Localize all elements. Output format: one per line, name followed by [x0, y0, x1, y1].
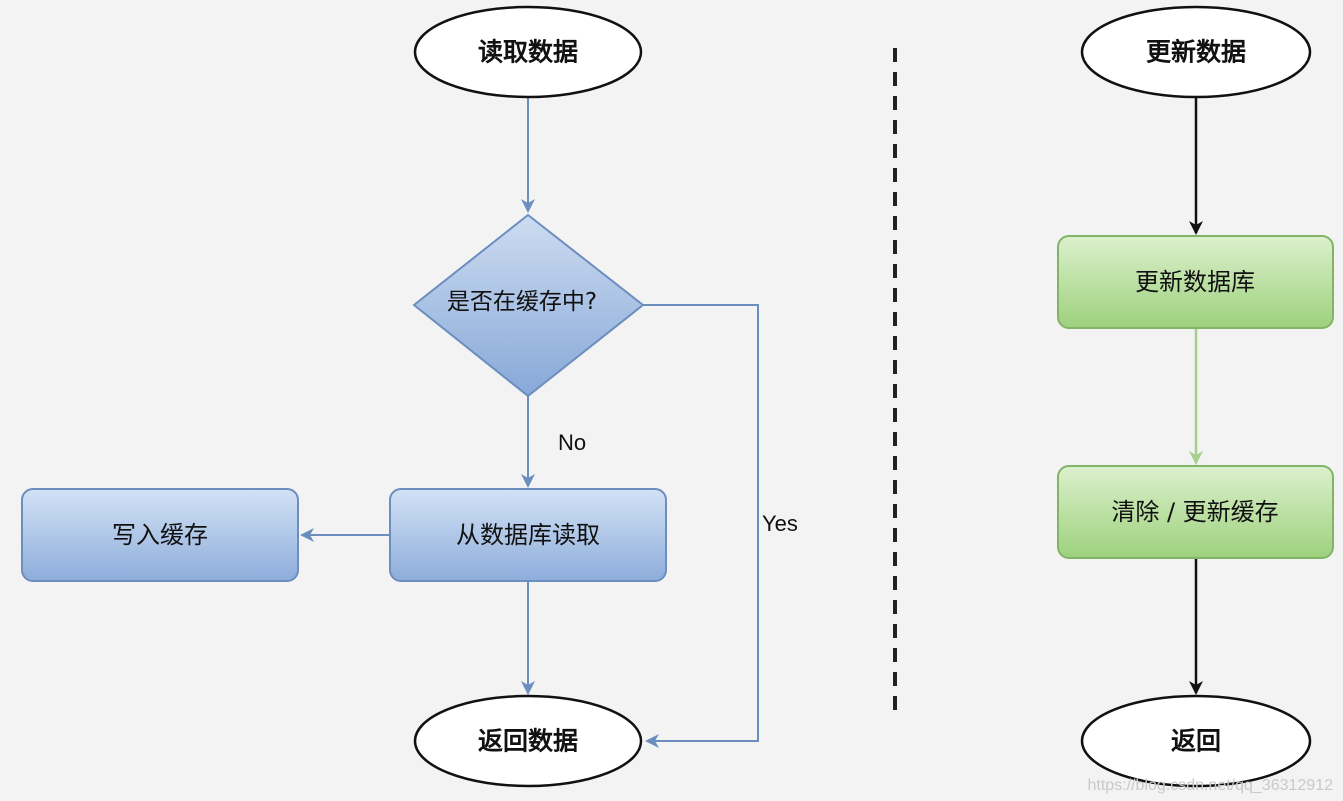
read-end-label: 返回数据 — [478, 727, 578, 756]
no-branch-label: No — [558, 430, 586, 455]
update-end-node[interactable]: 返回 — [1080, 694, 1312, 788]
clear-cache-node[interactable]: 清除 / 更新缓存 — [1057, 465, 1334, 559]
db-read-label: 从数据库读取 — [456, 521, 600, 549]
write-cache-node[interactable]: 写入缓存 — [21, 488, 299, 582]
edge-decision-yes — [643, 304, 759, 748]
read-flow-connectors — [300, 97, 759, 748]
yes-branch-label: Yes — [762, 511, 798, 536]
write-cache-label: 写入缓存 — [112, 521, 208, 549]
update-db-node[interactable]: 更新数据库 — [1057, 235, 1334, 329]
cache-check-decision[interactable]: 是否在缓存中? — [412, 213, 645, 398]
read-start-node[interactable]: 读取数据 — [413, 5, 643, 99]
update-db-label: 更新数据库 — [1135, 268, 1255, 296]
clear-cache-label: 清除 / 更新缓存 — [1111, 498, 1278, 526]
update-start-node[interactable]: 更新数据 — [1080, 5, 1312, 99]
read-end-node[interactable]: 返回数据 — [413, 694, 643, 788]
watermark-url: https://blog.csdn.net/qq_36312912 — [1087, 777, 1333, 794]
update-end-label: 返回 — [1171, 727, 1221, 756]
decision-label: 是否在缓存中? — [447, 289, 597, 315]
db-read-node[interactable]: 从数据库读取 — [389, 488, 667, 582]
read-start-label: 读取数据 — [478, 38, 578, 67]
update-start-label: 更新数据 — [1146, 38, 1246, 67]
